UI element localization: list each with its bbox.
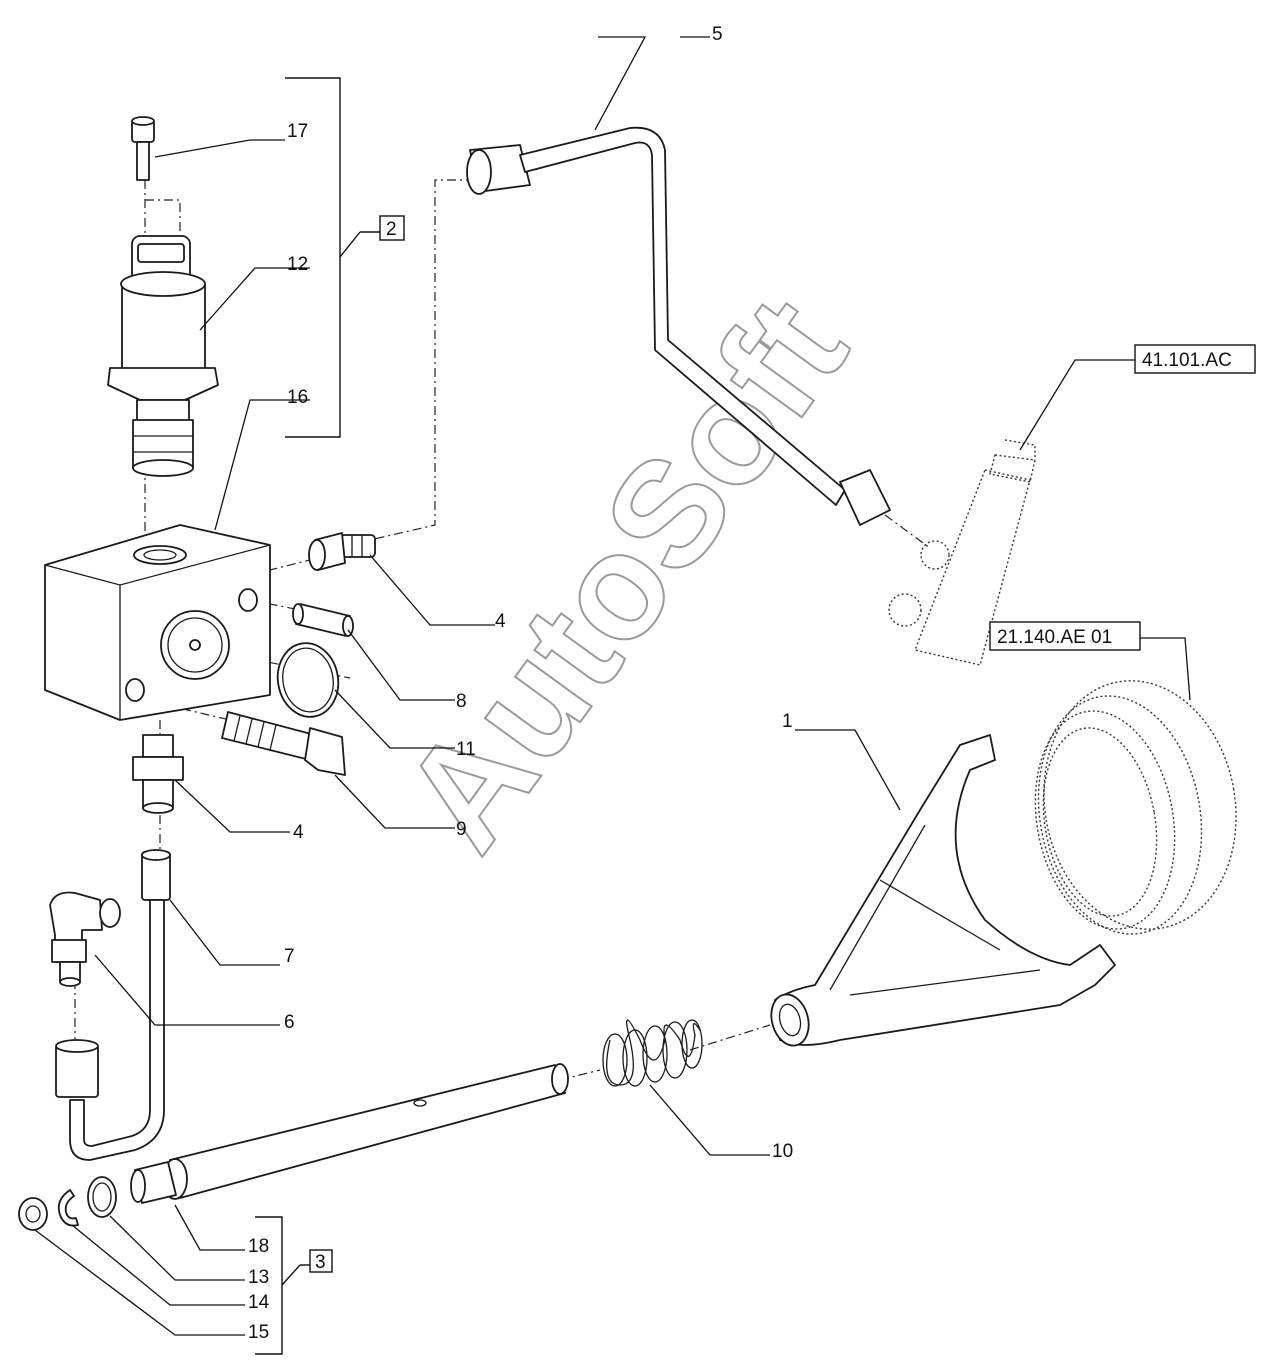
callout-17: 17 bbox=[287, 121, 308, 142]
callout-5: 5 bbox=[712, 24, 723, 45]
part-18-shaft bbox=[130, 1063, 569, 1204]
part-8-pin bbox=[292, 603, 354, 637]
part-17-cap-screw bbox=[131, 116, 155, 181]
callout-18: 18 bbox=[248, 1236, 269, 1257]
callout-12: 12 bbox=[287, 254, 308, 275]
ref-component-21-140-ae-01 bbox=[1034, 680, 1237, 935]
callout-16: 16 bbox=[287, 387, 308, 408]
part-4-fitting-lower bbox=[132, 734, 184, 814]
reference-label-41-101-ac: 41.101.AC bbox=[1142, 350, 1232, 371]
reference-labels: 41.101.AC 21.140.AE 01 bbox=[989, 344, 1256, 651]
watermark-text: AutoSoft bbox=[370, 268, 878, 879]
callout-7: 7 bbox=[284, 946, 295, 967]
callout-4-lower: 4 bbox=[293, 822, 304, 843]
callout-11: 11 bbox=[456, 739, 476, 760]
callout-1: 1 bbox=[782, 711, 793, 732]
part-13-sleeve bbox=[87, 1176, 117, 1218]
callout-2: 2 bbox=[386, 219, 397, 240]
callout-10: 10 bbox=[772, 1141, 793, 1162]
callout-numbers: 17 12 16 5 4 8 11 9 4 7 6 1 10 18 13 14 … bbox=[248, 24, 793, 1343]
group-bracket-3: 3 bbox=[255, 1216, 333, 1355]
part-5-pipe bbox=[466, 126, 891, 526]
callout-9: 9 bbox=[456, 819, 467, 840]
part-14-snap-ring bbox=[57, 1189, 79, 1227]
leader-lines bbox=[34, 36, 1191, 1336]
ref-component-41-101-ac bbox=[888, 439, 1036, 666]
callout-4-upper: 4 bbox=[495, 611, 506, 632]
callout-14: 14 bbox=[248, 1292, 270, 1313]
part-7-pipe bbox=[55, 849, 171, 1161]
part-15-washer bbox=[18, 1197, 48, 1231]
reference-label-21-140-ae-01: 21.140.AE 01 bbox=[997, 627, 1112, 648]
group-bracket-2: 2 bbox=[285, 77, 405, 438]
callout-13: 13 bbox=[248, 1267, 269, 1288]
part-11-o-ring bbox=[276, 642, 340, 718]
part-6-elbow-fitting bbox=[49, 891, 121, 987]
part-10-spring bbox=[602, 1019, 703, 1087]
callout-3: 3 bbox=[315, 1252, 326, 1273]
part-1-shift-fork bbox=[770, 734, 1116, 1047]
callout-15: 15 bbox=[248, 1322, 269, 1343]
part-12-solenoid-valve bbox=[107, 235, 219, 477]
part-16-valve-block bbox=[44, 524, 271, 721]
part-9-bolt bbox=[221, 711, 346, 776]
callout-8: 8 bbox=[456, 691, 467, 712]
callout-6: 6 bbox=[284, 1012, 295, 1033]
part-4-fitting-upper bbox=[308, 532, 376, 571]
